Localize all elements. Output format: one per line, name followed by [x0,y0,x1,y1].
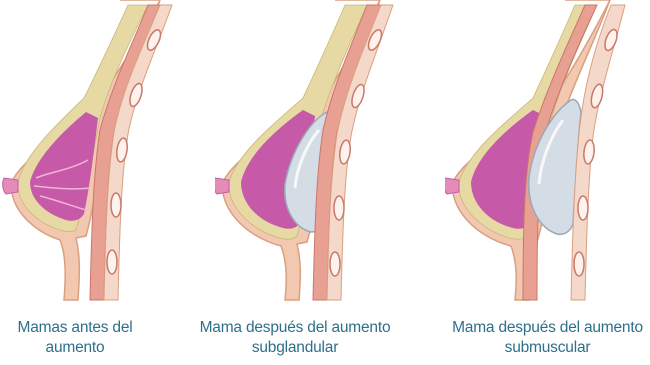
breast-cross-section-submuscular [445,0,650,310]
caption-line1: Mama después del aumento [445,318,650,338]
breast-cross-section-before [0,0,215,310]
caption-line1: Mama después del aumento [190,318,400,338]
breast-cross-section-subglandular [215,0,430,310]
caption-line2: submuscular [445,338,650,358]
nipple [3,178,18,194]
caption-line2: subglandular [190,338,400,358]
caption-submuscular: Mama después del aumento submuscular [445,318,650,358]
caption-line2: aumento [0,338,150,358]
caption-line1: Mamas antes del [0,318,150,338]
panel-before: Mamas antes del aumento [0,0,215,365]
caption-before: Mamas antes del aumento [0,318,150,358]
panel-subglandular: Mama después del aumento subglandular [215,0,430,365]
nipple [215,178,229,194]
panel-submuscular: Mama después del aumento submuscular [445,0,650,365]
nipple [445,178,459,194]
caption-subglandular: Mama después del aumento subglandular [190,318,400,358]
